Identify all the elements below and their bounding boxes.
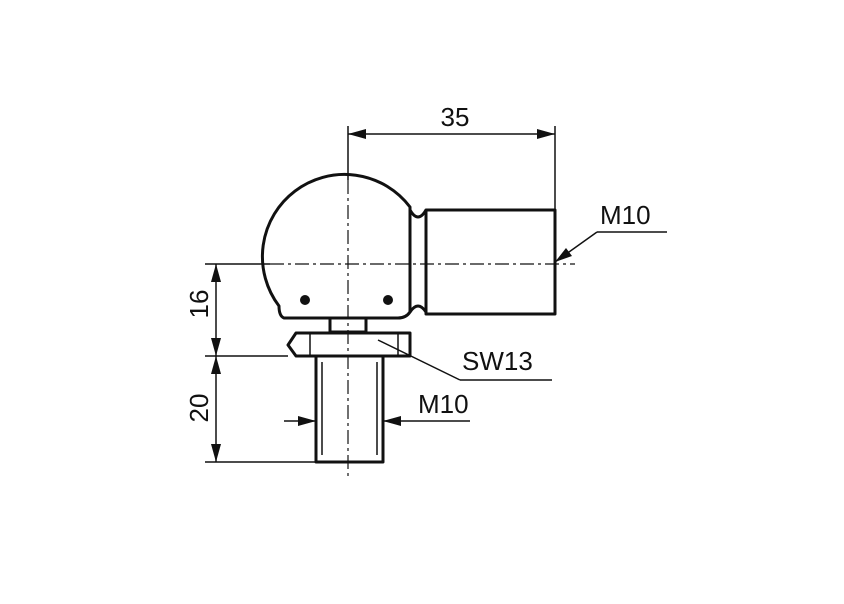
callout-m10-side: M10 xyxy=(554,200,667,263)
threaded-stud xyxy=(314,354,385,464)
m10-bottom-label: M10 xyxy=(418,389,469,419)
groove-notch xyxy=(408,209,428,313)
dimension-20-label: 20 xyxy=(184,394,214,423)
callout-sw13: SW13 xyxy=(377,339,552,381)
dimension-20: 20 xyxy=(184,356,316,463)
dimension-16: 16 xyxy=(184,263,288,357)
center-lines xyxy=(270,180,575,478)
hex-nut xyxy=(286,331,412,358)
side-shank xyxy=(424,208,557,316)
ball-hole-right xyxy=(383,295,393,305)
dimension-16-label: 16 xyxy=(184,290,214,319)
ball-hole-left xyxy=(300,295,310,305)
callout-m10-bottom: M10 xyxy=(284,389,470,426)
m10-side-label: M10 xyxy=(600,200,651,230)
sw13-label: SW13 xyxy=(462,346,533,376)
dimension-35-label: 35 xyxy=(441,102,470,132)
ball-head xyxy=(260,172,412,320)
dimension-35: 35 xyxy=(347,102,556,210)
part-outline xyxy=(260,172,557,464)
